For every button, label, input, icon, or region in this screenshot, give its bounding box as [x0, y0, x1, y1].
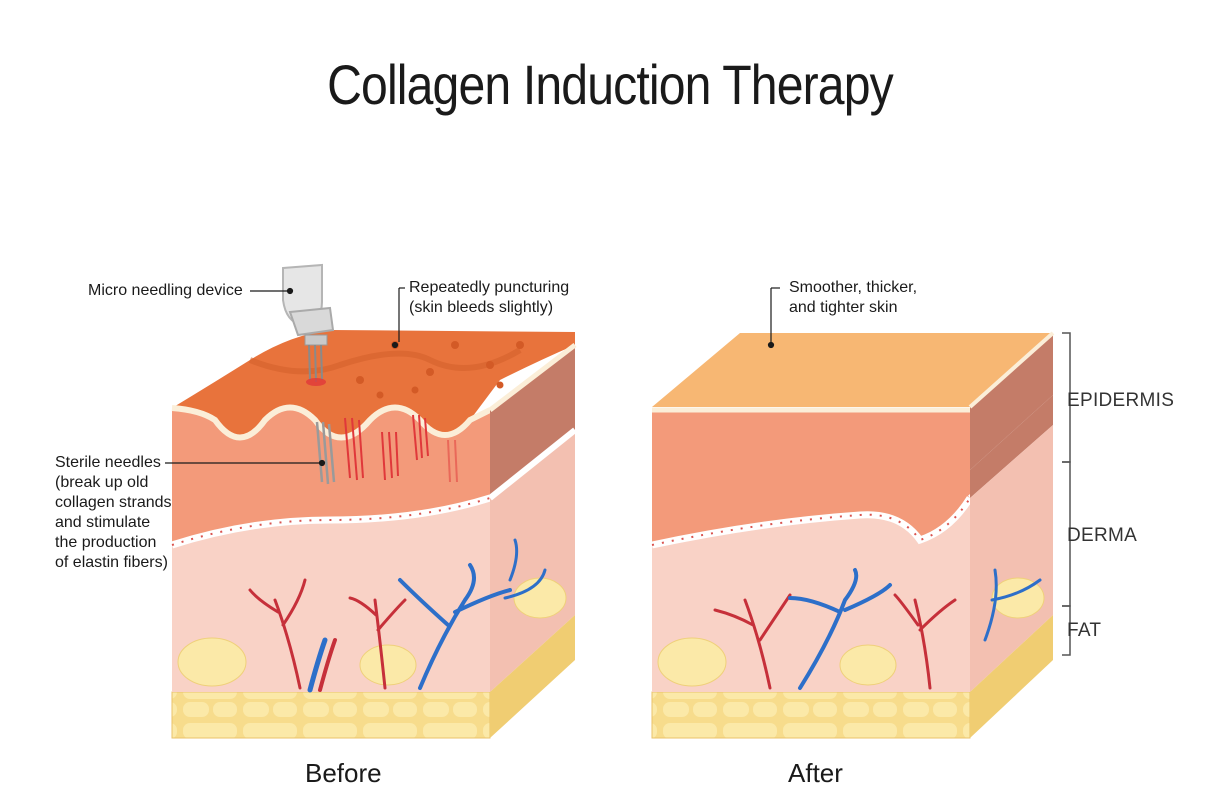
label-tighter-skin: and tighter skin — [789, 299, 898, 316]
after-derma-layer — [652, 498, 970, 692]
caption-after: After — [788, 758, 843, 788]
before-leader-lines — [165, 287, 405, 467]
after-fat-cells — [657, 577, 1045, 687]
after-basement-membrane — [651, 496, 973, 549]
before-skin-block — [165, 263, 577, 739]
label-fat: FAT — [1067, 620, 1102, 641]
label-skin-bleeds: (skin bleeds slightly) — [409, 299, 554, 316]
micro-needling-device — [282, 263, 335, 386]
needle-tracks — [344, 414, 458, 483]
after-fat-layer — [651, 691, 971, 739]
label-derma: DERMA — [1067, 525, 1138, 546]
before-epidermis-layer — [172, 407, 490, 545]
after-fat-side — [970, 615, 1053, 738]
before-derma-side — [490, 430, 575, 692]
after-skin-block — [651, 287, 1055, 739]
label-micro-needling-device: Micro needling device — [88, 282, 243, 299]
after-skin-surface — [652, 333, 1053, 407]
label-repeatedly-puncturing: Repeatedly puncturing — [409, 279, 570, 296]
before-fat-layer — [171, 691, 491, 739]
puncture-marks — [356, 341, 524, 399]
label-epidermis: EPIDERMIS — [1067, 390, 1175, 411]
after-epidermis-layer — [652, 412, 970, 545]
diagram-title: Collagen Induction Therapy — [327, 53, 894, 116]
label-smoother-thicker: Smoother, thicker, — [789, 279, 918, 296]
layer-brackets — [1062, 332, 1071, 656]
before-epidermis-side — [490, 345, 575, 498]
after-epidermis-side — [970, 333, 1053, 470]
after-blood-vessels — [713, 568, 1042, 690]
before-fat-side — [490, 615, 575, 738]
label-sterile-needles: Sterile needles (break up old collagen s… — [55, 454, 172, 571]
before-blood-vessels — [248, 538, 547, 693]
caption-before: Before — [305, 758, 382, 788]
before-fat-cells — [177, 577, 567, 687]
before-derma-layer — [172, 498, 490, 692]
after-leader-lines — [767, 287, 780, 349]
sterile-needles — [315, 421, 336, 485]
